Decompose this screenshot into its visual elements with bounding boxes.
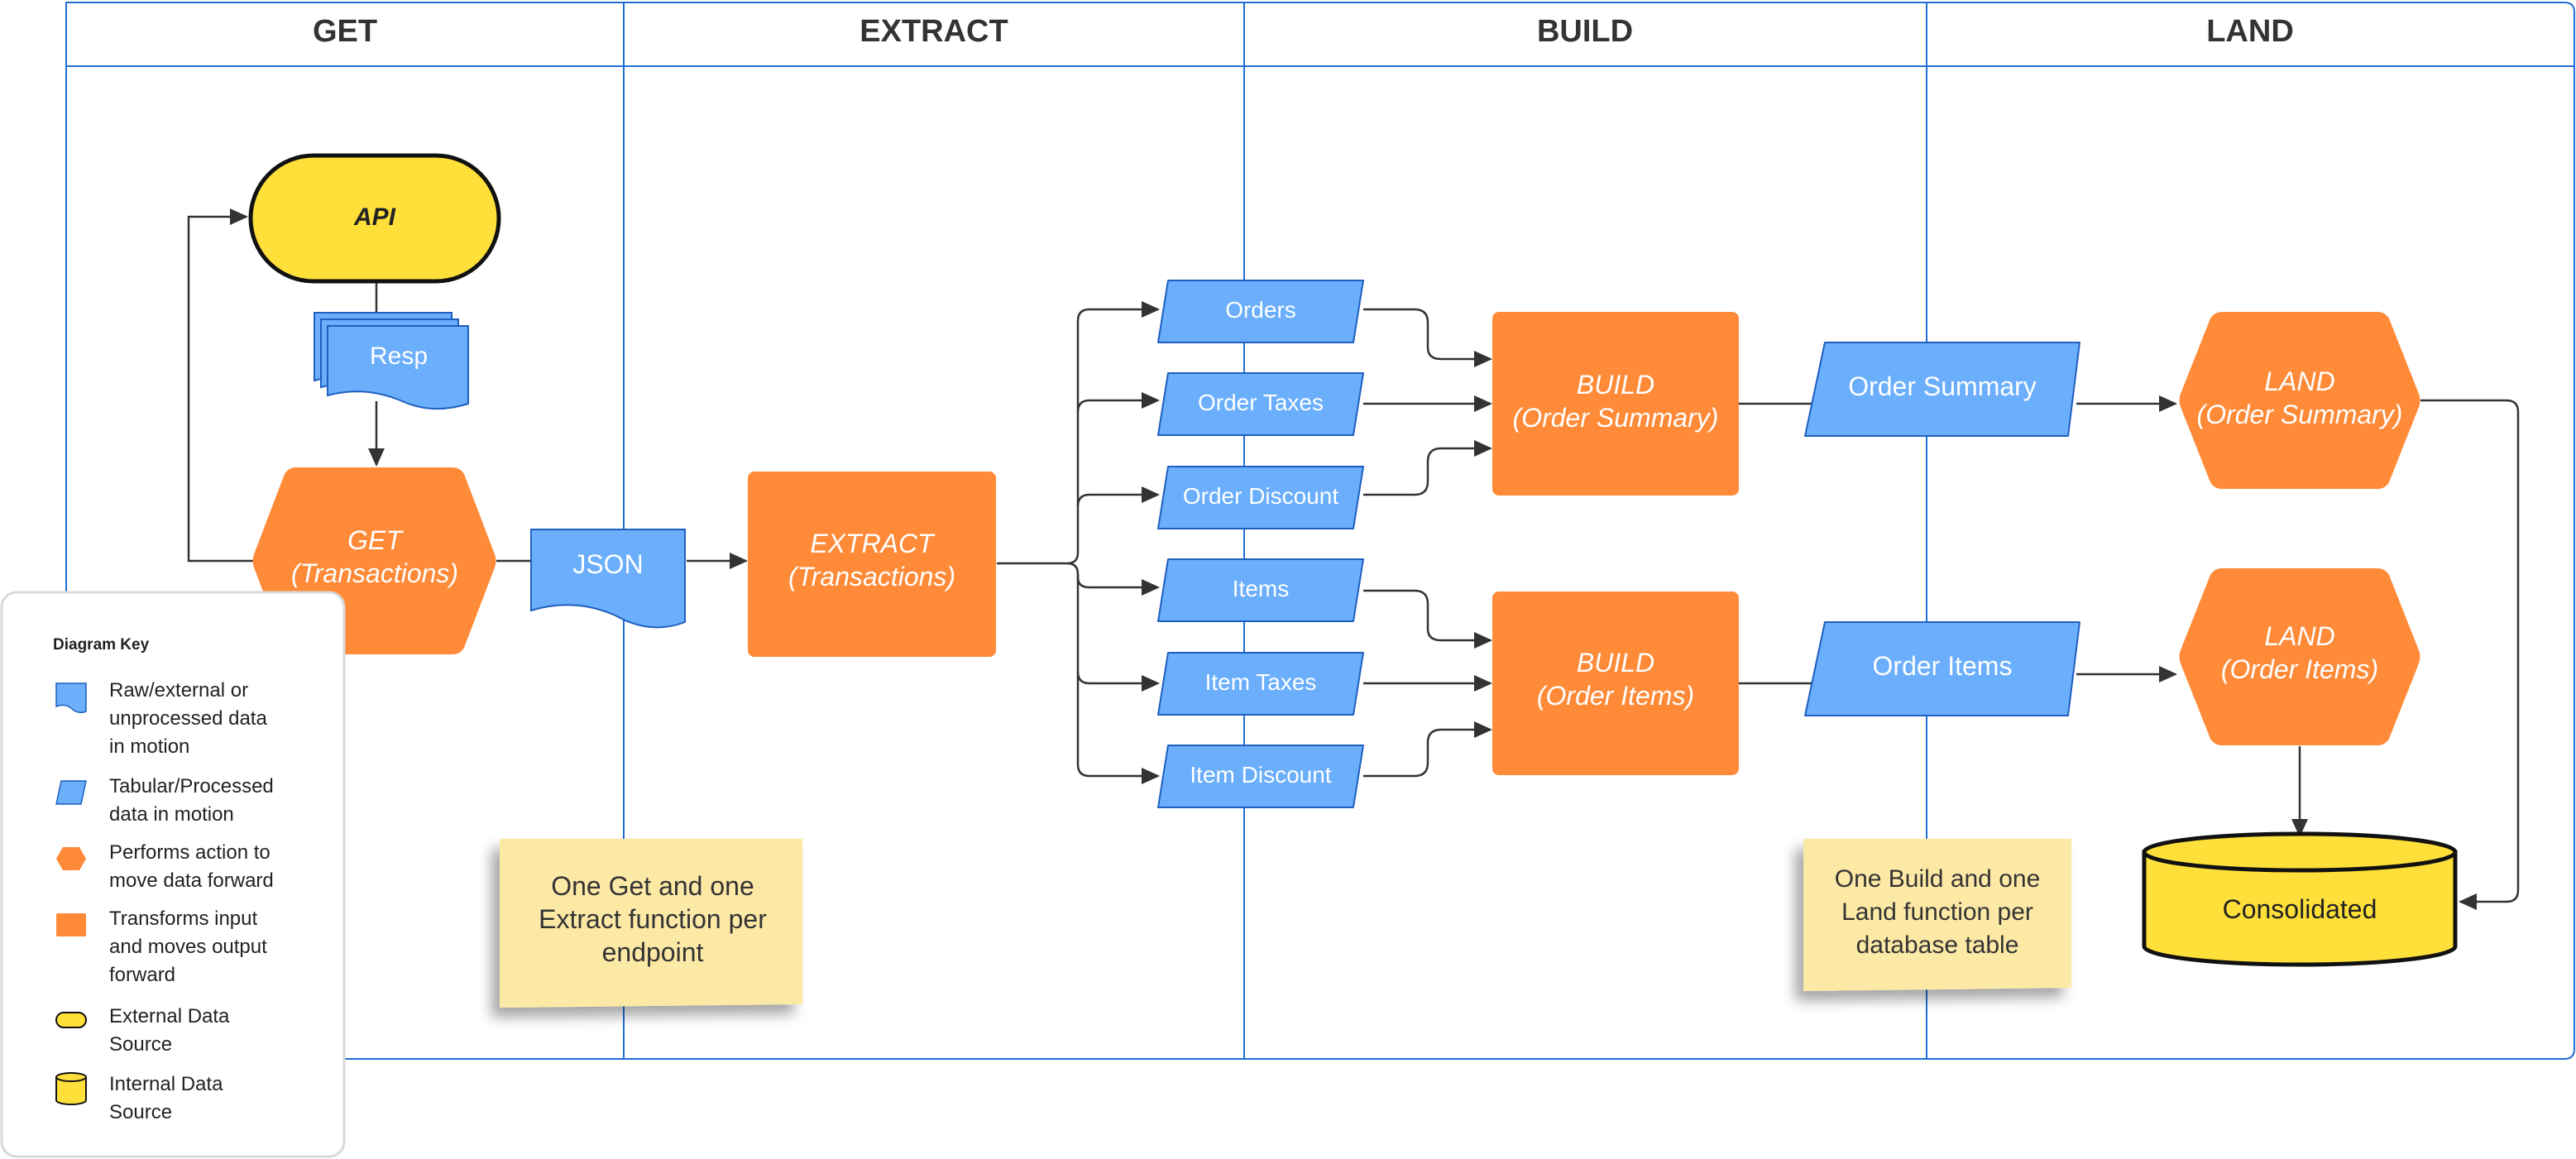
sticky-note-get-extract: One Get and one Extract function per end…: [500, 839, 802, 1008]
table-items-label: Items: [1233, 576, 1289, 601]
connector-get-loop-api: [187, 208, 255, 563]
key-transform-line-3: forward: [109, 964, 175, 986]
table-order-taxes: Order Taxes: [1157, 372, 1364, 436]
land-items-sub: (Order Items): [2221, 654, 2378, 684]
key-external-source-line-1: External Data: [109, 1005, 230, 1027]
table-order-discount-label: Order Discount: [1183, 483, 1339, 509]
key-tabular-data-line-1: Tabular/Processed: [109, 775, 274, 797]
connector-extract-order-taxes: [1076, 392, 1160, 413]
land-summary-sub: (Order Summary): [2197, 400, 2403, 429]
api-external-source: API: [248, 153, 501, 284]
table-item-discount-label: Item Discount: [1190, 762, 1331, 788]
connector-item-discount-build: [1363, 721, 1492, 778]
resp-raw-data: [314, 312, 469, 410]
connector-extract-items: [1066, 562, 1160, 596]
connector-extract-item-discount: [1076, 672, 1160, 784]
build-items-name: BUILD: [1577, 648, 1654, 678]
key-action-line-1: Performs action to: [109, 841, 271, 864]
sticky-note-get-extract-line-3: endpoint: [602, 937, 704, 967]
connector-orders-build: [1363, 308, 1492, 367]
key-transform-line-1: Transforms input: [109, 908, 258, 930]
key-raw-data-icon: [55, 682, 87, 714]
build-items-sub: (Order Items): [1537, 681, 1694, 711]
connectors: [187, 208, 2520, 910]
extract-fn-sub: (Transactions): [788, 562, 955, 591]
sticky-note-build-land-line-3: database table: [1856, 932, 2019, 959]
land-summary-name: LAND: [2264, 366, 2334, 396]
swimlane-frame: [65, 2, 2575, 1060]
key-raw-data-line-2: unprocessed data: [109, 707, 267, 730]
connector-extract-order-discount: [1076, 486, 1160, 507]
sticky-note-get-extract-line-2: Extract function per: [539, 904, 767, 934]
consolidated-internal-source: Consolidated: [2142, 831, 2458, 967]
order-summary-label: Order Summary: [1848, 371, 2037, 401]
build-summary-sub: (Order Summary): [1513, 403, 1719, 433]
key-external-source-line-2: Source: [109, 1033, 172, 1056]
key-tabular-data-icon: [55, 780, 87, 805]
table-items: Items: [1157, 558, 1364, 622]
table-item-taxes-label: Item Taxes: [1205, 669, 1317, 695]
key-transform-line-2: and moves output: [109, 936, 267, 958]
land-order-summary-action: LAND (Order Summary): [2179, 312, 2420, 489]
connector-order-discount-build: [1363, 440, 1492, 496]
lane-header-build: BUILD: [1537, 14, 1633, 49]
json-label: JSON: [572, 549, 643, 579]
key-internal-source-line-1: Internal Data: [109, 1073, 223, 1095]
extract-fn-name: EXTRACT: [810, 529, 936, 558]
get-fn-sub: (Transactions): [291, 558, 458, 588]
lane-header-get: GET: [313, 14, 377, 49]
table-order-discount: Order Discount: [1157, 466, 1364, 529]
diagram-key: Diagram Key Raw/external or unprocessed …: [0, 591, 346, 1158]
table-orders: Orders: [1157, 280, 1364, 343]
key-raw-data-line-1: Raw/external or: [109, 679, 248, 702]
table-order-summary: Order Summary: [1804, 342, 2080, 437]
table-orders-label: Orders: [1225, 297, 1296, 323]
build-order-items-transform: BUILD (Order Items): [1492, 591, 1739, 775]
consolidated-label: Consolidated: [2223, 894, 2377, 924]
lane-header-land: LAND: [2206, 14, 2294, 49]
sticky-note-build-land-line-1: One Build and one: [1835, 865, 2041, 893]
key-tabular-data-line-2: data in motion: [109, 803, 234, 826]
key-action-line-2: move data forward: [109, 869, 274, 892]
extract-transactions-transform: EXTRACT (Transactions): [748, 472, 996, 657]
table-item-discount: Item Discount: [1157, 745, 1364, 808]
connector-extract-item-taxes: [1076, 574, 1160, 692]
table-order-items: Order Items: [1804, 621, 2080, 716]
get-fn-name: GET: [347, 525, 404, 555]
table-item-taxes: Item Taxes: [1157, 652, 1364, 716]
order-items-label: Order Items: [1873, 651, 2013, 681]
connector-items-build: [1363, 589, 1492, 649]
key-transform-icon: [56, 913, 86, 936]
api-label: API: [353, 204, 396, 231]
resp-label: Resp: [370, 342, 428, 370]
key-internal-source-icon: [55, 1072, 87, 1105]
sticky-note-build-land: One Build and one Land function per data…: [1803, 839, 2071, 991]
build-summary-name: BUILD: [1577, 370, 1654, 400]
key-external-source-icon: [55, 1012, 87, 1028]
key-raw-data-line-3: in motion: [109, 735, 189, 758]
sticky-note-get-extract-line-1: One Get and one: [551, 871, 754, 901]
table-order-taxes-label: Order Taxes: [1198, 390, 1324, 415]
build-order-summary-transform: BUILD (Order Summary): [1492, 312, 1739, 496]
key-internal-source-line-2: Source: [109, 1101, 172, 1123]
land-order-items-action: LAND (Order Items): [2179, 568, 2420, 745]
connector-extract-orders: [997, 301, 1160, 565]
diagram-key-title: Diagram Key: [53, 636, 150, 654]
land-items-name: LAND: [2264, 621, 2334, 651]
sticky-note-build-land-line-2: Land function per: [1841, 898, 2033, 926]
lane-header-extract: EXTRACT: [859, 14, 1008, 49]
key-action-icon: [56, 847, 86, 870]
json-raw-data: JSON: [530, 529, 686, 629]
connector-land-summary-consolidated: [2420, 399, 2520, 910]
